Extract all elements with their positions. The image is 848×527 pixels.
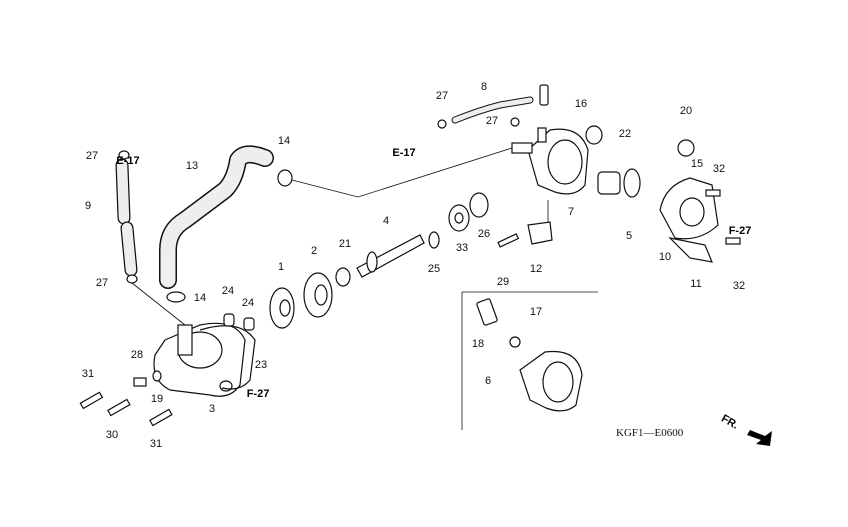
connector-line [291,147,513,198]
seal-21 [335,267,351,287]
callout-17: 17 [530,306,542,318]
callout-26: 26 [478,228,490,240]
sensor-17 [476,298,498,326]
direction-marker: FR. [719,413,740,432]
pin-24 [243,317,255,331]
thermostat-housing-6 [519,350,583,412]
callout-27: 27 [96,277,108,289]
bearing-33 [448,204,470,232]
callout-14: 14 [278,135,290,147]
front-arrow-icon [747,430,772,446]
seal-26 [469,192,489,218]
clamp-14 [277,169,293,187]
connector-line [131,282,186,326]
bolt-31 [149,408,173,427]
callout-31: 31 [150,438,162,450]
callout-1: 1 [278,261,284,273]
bolt-30 [107,398,131,417]
washer-19 [152,370,162,382]
callout-4: 4 [383,215,389,227]
reference-f-27: F-27 [247,388,270,400]
callout-18: 18 [472,338,484,350]
callout-3: 3 [209,403,215,415]
reference-e-17: E-17 [116,155,139,167]
callout-27: 27 [86,150,98,162]
bracket-11 [668,237,713,263]
callout-29: 29 [497,276,509,288]
seal-2 [303,272,333,318]
pin-24 [223,313,235,327]
thermostat-housing-7 [511,127,589,195]
callout-21: 21 [339,238,351,250]
clamp-20 [677,139,695,157]
o-ring-18 [509,336,521,348]
callout-6: 6 [485,375,491,387]
thermostat-5 [597,168,641,198]
clamp-27 [510,117,520,127]
hose-8 [451,96,534,124]
sensor-16 [539,84,549,106]
reference-e-17: E-17 [392,147,415,159]
bolt-29 [497,233,520,248]
callout-12: 12 [530,263,542,275]
callout-2: 2 [311,245,317,257]
callout-24: 24 [222,285,234,297]
callout-32: 32 [733,280,745,292]
callout-31: 31 [82,368,94,380]
pump-cover-3 [153,322,246,397]
gasket-23 [199,325,256,390]
callout-32: 32 [713,163,725,175]
callout-9: 9 [85,200,91,212]
hose-9 [115,158,138,277]
thermostat-cover-10 [659,177,719,240]
callout-22: 22 [619,128,631,140]
callout-30: 30 [106,429,118,441]
callout-14: 14 [194,292,206,304]
callout-15: 15 [691,158,703,170]
diagram-code: KGF1—E0600 [616,427,684,439]
impeller-1 [269,287,295,329]
callout-10: 10 [659,251,671,263]
callout-23: 23 [255,359,267,371]
bolt-28 [133,377,147,387]
ring-25 [428,231,440,249]
reference-f-27: F-27 [729,225,752,237]
callout-27: 27 [486,115,498,127]
callout-5: 5 [626,230,632,242]
callout-8: 8 [481,81,487,93]
clamp-14 [166,291,186,303]
clamp-27 [437,119,447,129]
clamp-27 [118,150,130,160]
callout-13: 13 [186,160,198,172]
callout-19: 19 [151,393,163,405]
shaft-4 [356,234,425,278]
o-ring-22 [585,125,603,145]
callout-28: 28 [131,349,143,361]
bolt-31 [79,391,104,410]
callout-11: 11 [690,278,701,290]
callout-33: 33 [456,242,468,254]
callout-27: 27 [436,90,448,102]
callout-25: 25 [428,263,440,275]
bolt-32 [725,237,741,245]
callout-16: 16 [575,98,587,110]
callout-24: 24 [242,297,254,309]
callout-7: 7 [568,206,574,218]
bolt-32 [705,189,721,197]
hose-13 [159,145,274,289]
clamp-27 [126,274,138,284]
callout-20: 20 [680,105,692,117]
bracket-12 [527,221,553,245]
